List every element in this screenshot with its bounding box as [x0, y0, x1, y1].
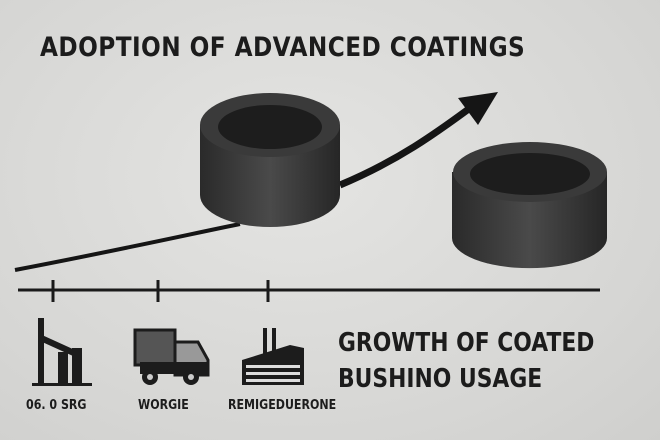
bushing-right [452, 142, 607, 269]
timeline-label-2: WORGIE [138, 398, 189, 413]
growth-arrow [14, 92, 498, 272]
page-title: ADOPTION OF ADVANCED COATINGS [40, 32, 526, 63]
timeline-label-3: REMIGEDUERONE [228, 398, 337, 413]
caption-line-2: BUSHINO USAGE [338, 364, 543, 394]
timeline-label-1: 06. 0 SRG [26, 398, 87, 413]
timeline [18, 280, 600, 302]
oil-pump-icon [32, 318, 92, 386]
bushing-left [200, 93, 340, 227]
factory-icon [242, 328, 304, 385]
truck-icon [133, 328, 210, 385]
caption-line-1: GROWTH OF COATED [338, 328, 595, 358]
